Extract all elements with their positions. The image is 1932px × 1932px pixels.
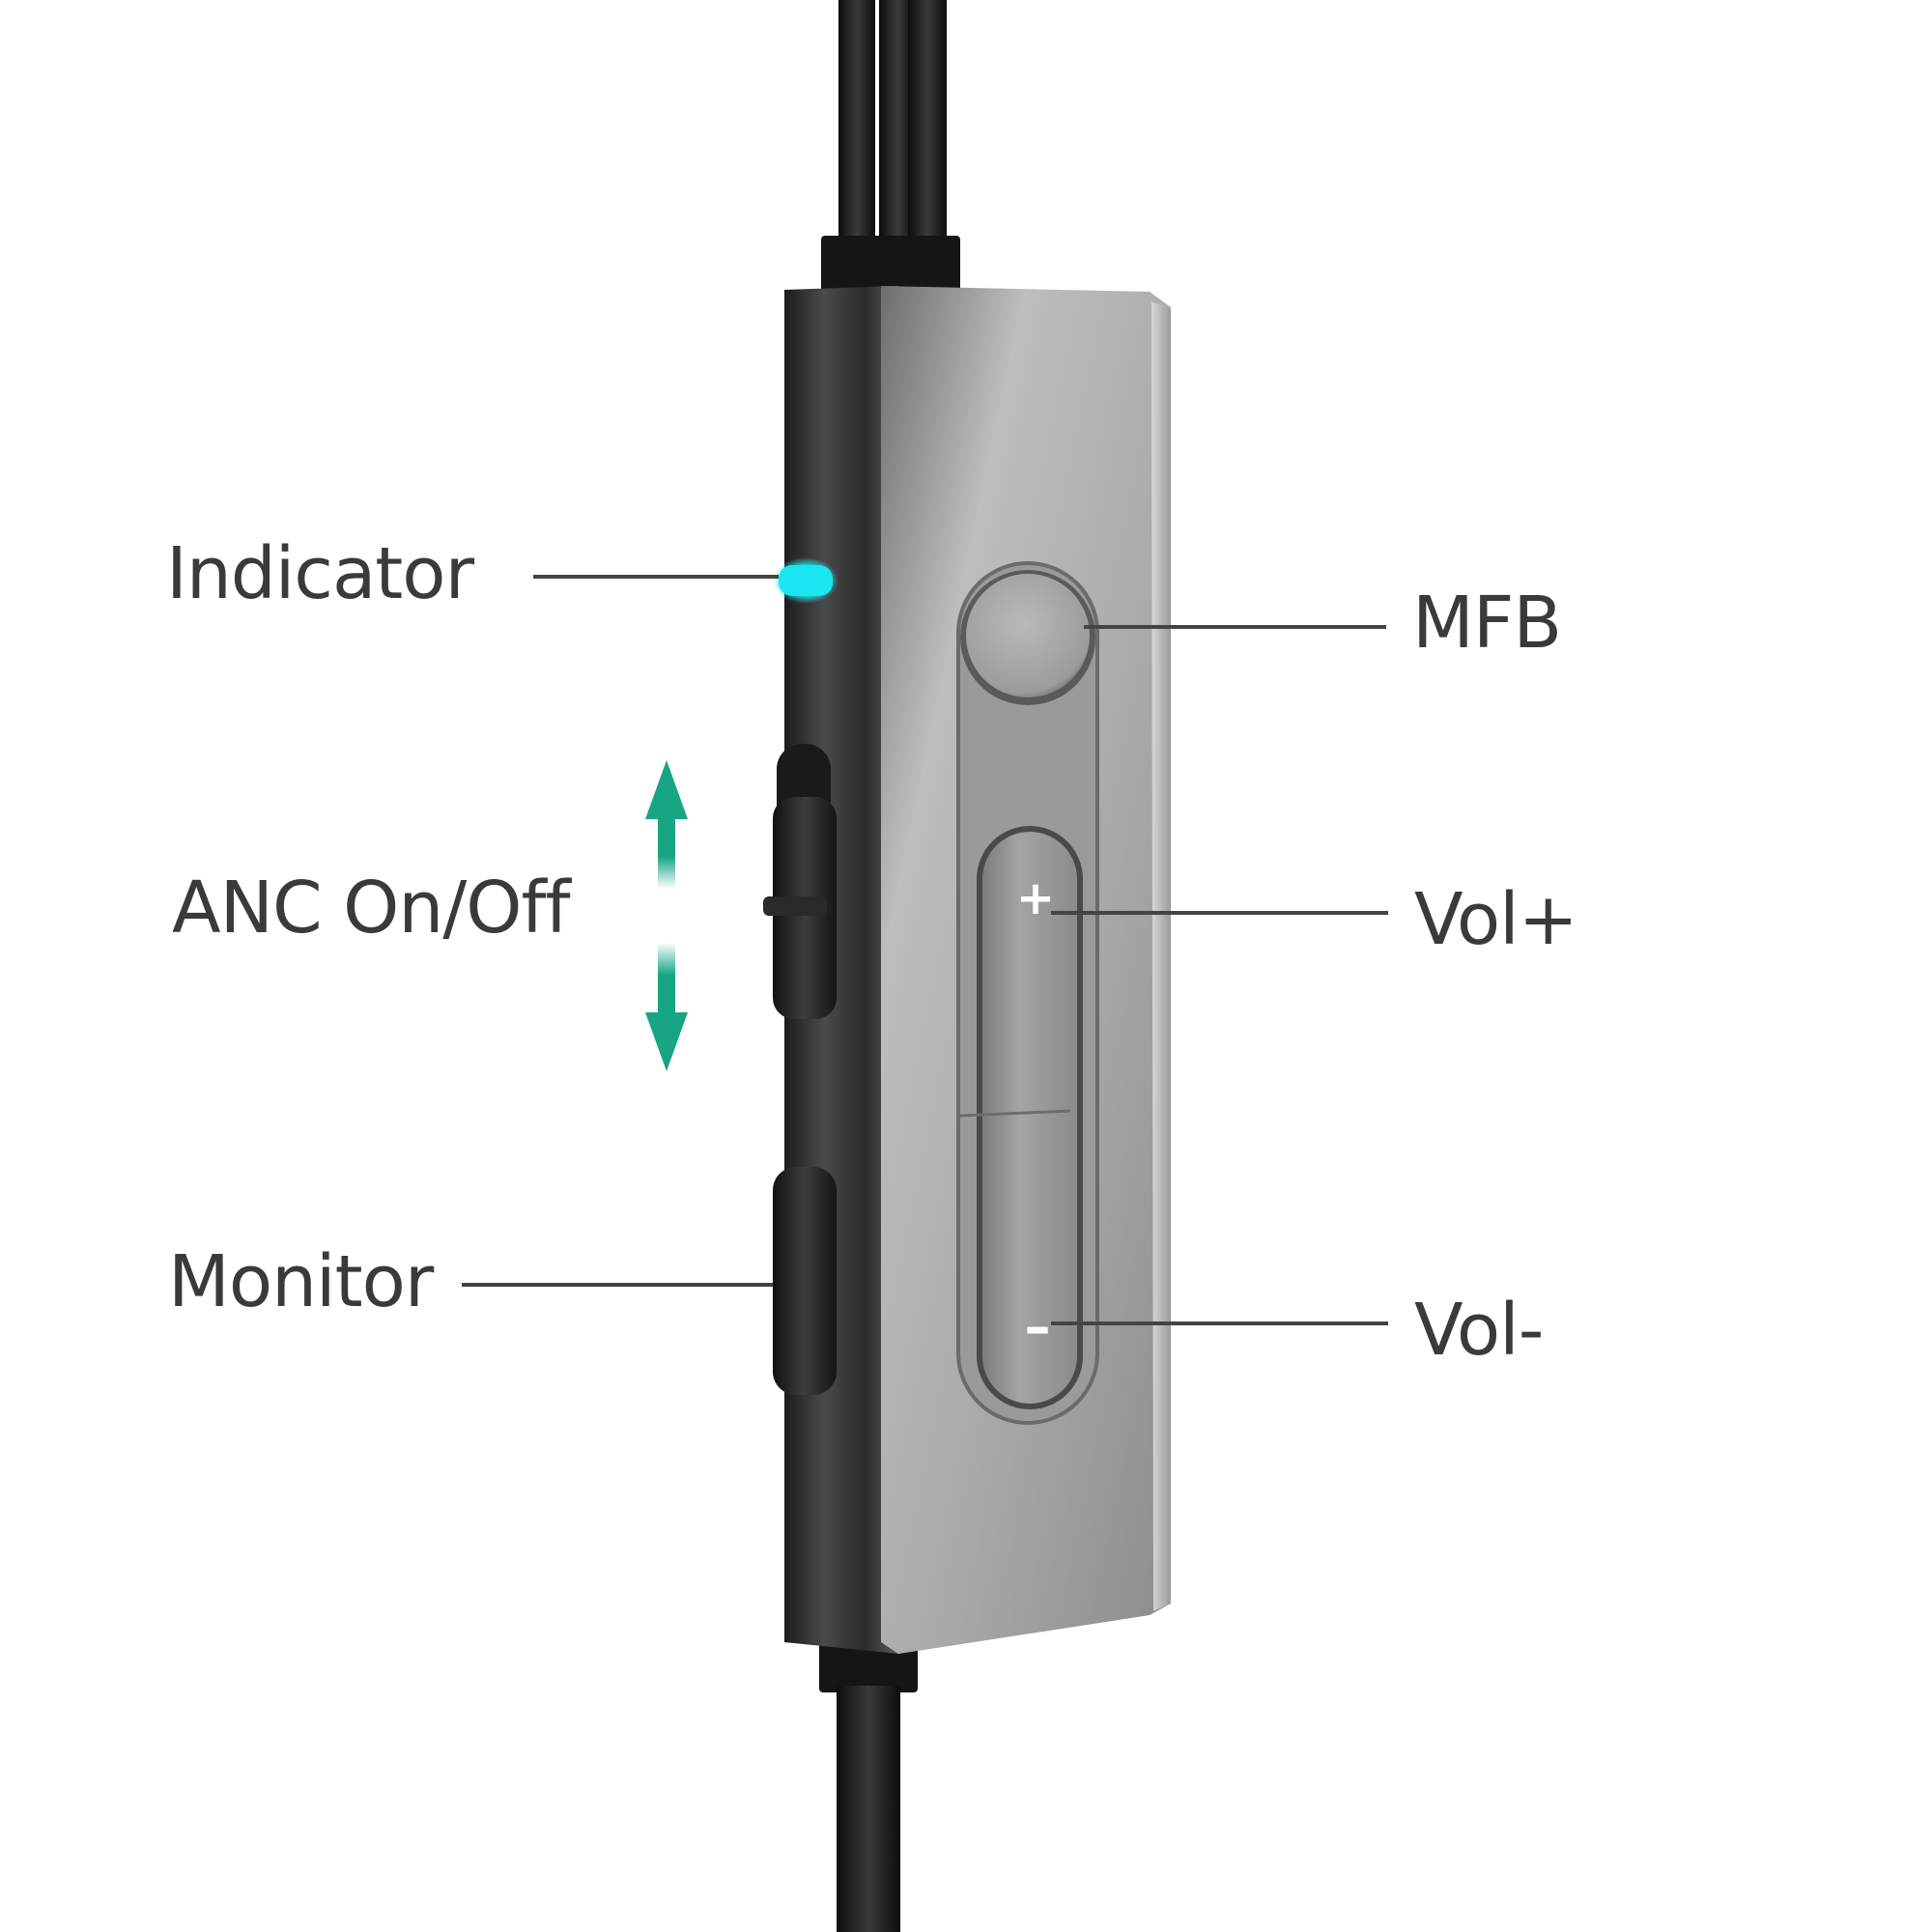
remote-right-edge [1151,301,1171,1611]
indicator-light [773,557,838,604]
monitor-button[interactable] [773,1167,837,1395]
bottom-cable [819,1633,918,1932]
mfb-label: MFB [1412,582,1562,665]
vol-down-label: Vol- [1414,1289,1544,1372]
anc-switch[interactable] [763,744,837,1019]
top-cables [821,0,960,292]
anc-toggle-arrow-icon [645,760,688,1071]
mfb-button[interactable] [960,570,1095,705]
vol-down-glyph: – [1025,1296,1051,1357]
anc-label: ANC On/Off [172,867,571,950]
monitor-label: Monitor [168,1240,434,1323]
vol-up-label: Vol+ [1414,878,1578,961]
vol-up-glyph: + [1016,871,1055,925]
indicator-label: Indicator [166,532,474,615]
leader-lines [462,575,1388,1325]
volume-rocker[interactable] [959,826,1083,1409]
